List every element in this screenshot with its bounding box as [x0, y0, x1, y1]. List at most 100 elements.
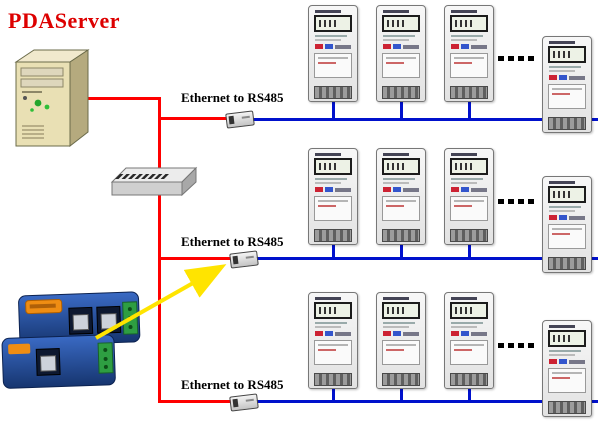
meter-lcd-display — [548, 46, 586, 63]
meter-nameplate — [382, 196, 420, 221]
nameplate-line — [552, 233, 570, 235]
nameplate-line — [386, 349, 404, 351]
nameplate-line — [386, 344, 416, 346]
page-title: PDAServer — [8, 8, 121, 33]
energy-meter-icon — [376, 5, 426, 102]
meter-text-line — [383, 35, 415, 37]
meter-barcode — [471, 45, 487, 49]
meter-terminal-block — [548, 257, 586, 270]
meter-model-text — [549, 181, 575, 184]
energy-meter-icon — [308, 148, 358, 245]
meter-red-mark — [383, 44, 391, 49]
meter-terminal-block — [382, 373, 420, 386]
meter-badges — [549, 359, 585, 364]
meter-badges — [383, 187, 419, 192]
meter-badges — [451, 331, 487, 336]
meter-badges — [315, 44, 351, 49]
meter-model-text — [315, 297, 341, 300]
meter-nameplate — [450, 340, 488, 365]
nameplate-line — [386, 200, 416, 202]
ethernet-link-line — [158, 117, 228, 120]
meter-text-line — [383, 39, 409, 41]
meter-nameplate — [548, 368, 586, 393]
meter-terminal-block — [450, 86, 488, 99]
meter-text-line — [383, 182, 409, 184]
meter-lcd-display — [382, 15, 420, 32]
meter-badges — [383, 44, 419, 49]
meter-model-text — [383, 10, 409, 13]
meter-barcode — [569, 360, 585, 364]
meter-text-line — [549, 210, 575, 212]
meter-barcode — [403, 188, 419, 192]
meter-text-line — [451, 39, 477, 41]
ethernet-link-line — [158, 97, 161, 403]
meter-text-line — [315, 178, 347, 180]
meter-terminal-block — [382, 86, 420, 99]
rs485-bus-line — [256, 400, 598, 403]
meter-blue-mark — [393, 187, 401, 192]
meter-blue-mark — [461, 331, 469, 336]
energy-meter-icon — [376, 148, 426, 245]
meter-barcode — [403, 45, 419, 49]
meter-terminal-block — [314, 229, 352, 242]
meter-text-line — [383, 322, 415, 324]
nameplate-line — [318, 62, 336, 64]
nameplate-line — [454, 57, 484, 59]
meter-model-text — [451, 10, 477, 13]
ethernet-link-line — [158, 257, 233, 260]
rs485-drop-line — [400, 387, 403, 402]
nameplate-line — [552, 372, 582, 374]
meter-nameplate — [450, 196, 488, 221]
energy-meter-icon — [444, 5, 494, 102]
converter-label: Ethernet to RS485 — [181, 377, 284, 392]
meter-barcode — [569, 76, 585, 80]
energy-meter-icon — [308, 5, 358, 102]
meter-badges — [451, 44, 487, 49]
nameplate-line — [552, 93, 570, 95]
meter-nameplate — [548, 84, 586, 109]
meter-text-line — [549, 66, 581, 68]
meter-red-mark — [451, 187, 459, 192]
nameplate-line — [386, 62, 404, 64]
meter-red-mark — [383, 331, 391, 336]
meter-red-mark — [315, 187, 323, 192]
meter-text-line — [315, 326, 341, 328]
rs485-drop-line — [332, 387, 335, 402]
meter-text-line — [451, 178, 483, 180]
meter-barcode — [335, 188, 351, 192]
continuation-dashes — [498, 56, 538, 61]
meter-blue-mark — [325, 187, 333, 192]
meter-lcd-display — [548, 186, 586, 203]
meter-badges — [315, 331, 351, 336]
nameplate-line — [552, 377, 570, 379]
meter-red-mark — [383, 187, 391, 192]
meter-text-line — [549, 354, 575, 356]
nameplate-line — [386, 57, 416, 59]
continuation-dashes — [498, 343, 538, 348]
nameplate-line — [318, 205, 336, 207]
meter-text-line — [451, 326, 477, 328]
meter-text-line — [315, 35, 347, 37]
meter-nameplate — [548, 224, 586, 249]
meter-model-text — [451, 297, 477, 300]
meter-text-line — [451, 35, 483, 37]
rs485-bus-line — [252, 118, 598, 121]
meter-blue-mark — [559, 359, 567, 364]
meter-lcd-display — [548, 330, 586, 347]
meter-lcd-display — [450, 302, 488, 319]
serial-device-server-icon — [0, 290, 150, 400]
rs485-converter-icon — [229, 250, 259, 269]
meter-red-mark — [549, 75, 557, 80]
meter-barcode — [403, 332, 419, 336]
energy-meter-icon — [444, 292, 494, 389]
meter-barcode — [335, 332, 351, 336]
meter-red-mark — [549, 359, 557, 364]
energy-meter-icon — [308, 292, 358, 389]
meter-red-mark — [549, 215, 557, 220]
meter-nameplate — [382, 53, 420, 78]
meter-model-text — [315, 10, 341, 13]
meter-lcd-display — [314, 302, 352, 319]
meter-terminal-block — [548, 117, 586, 130]
nameplate-line — [318, 57, 348, 59]
meter-model-text — [383, 153, 409, 156]
